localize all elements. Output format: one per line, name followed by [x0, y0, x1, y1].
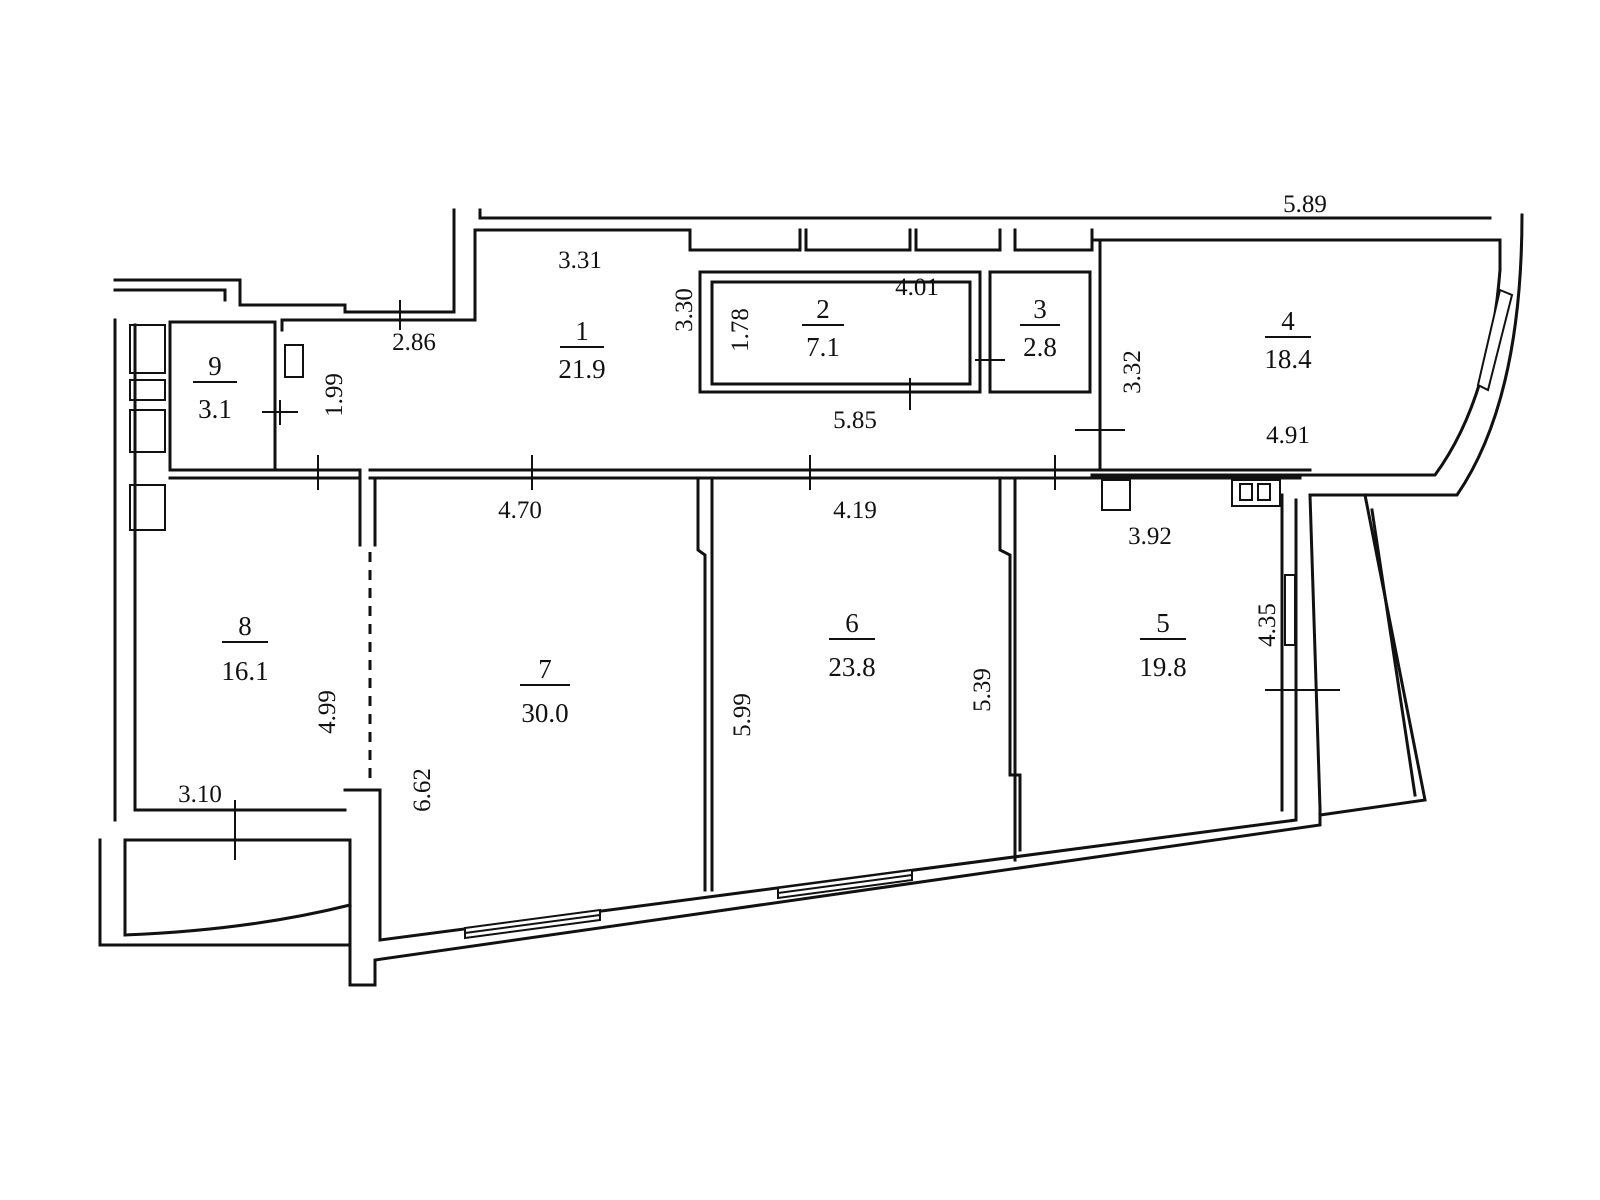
dimension: 1.99	[321, 373, 348, 417]
room-area: 30.0	[521, 698, 568, 728]
dimension-labels: 3.31 2.86 1.99 3.30 1.78 4.01 5.85 3.32 …	[178, 191, 1327, 812]
dimension: 2.86	[392, 329, 436, 356]
room-number: 5	[1156, 608, 1170, 638]
room-area: 23.8	[828, 652, 875, 682]
windows	[464, 288, 1514, 940]
dimension: 4.70	[498, 497, 542, 524]
dimension: 4.19	[833, 497, 877, 524]
outer-walls	[98, 208, 1524, 987]
dimension: 3.30	[671, 288, 698, 332]
room-number: 6	[845, 608, 859, 638]
room-area: 21.9	[558, 354, 605, 384]
room-number: 4	[1281, 306, 1295, 336]
room-area: 7.1	[806, 332, 840, 362]
dimension: 5.99	[729, 693, 756, 737]
room-9-label: 9 3.1	[193, 351, 237, 424]
room-2-label: 2 7.1	[802, 294, 844, 362]
dimension: 3.32	[1119, 350, 1146, 394]
dimension: 1.78	[727, 308, 754, 352]
dimension: 3.10	[178, 781, 222, 808]
room-number: 9	[208, 351, 222, 381]
room-area: 19.8	[1139, 652, 1186, 682]
dimension: 5.39	[969, 668, 996, 712]
dimension: 4.01	[895, 274, 939, 301]
room-labels: 1 21.9 2 7.1 3 2.8 4 18.4 5 19.8 6 23.8	[193, 294, 1312, 728]
dimension: 3.31	[558, 247, 602, 274]
dimension: 6.62	[409, 768, 436, 812]
room-5-label: 5 19.8	[1139, 608, 1186, 682]
room-number: 3	[1033, 294, 1047, 324]
dimension: 4.91	[1266, 422, 1310, 449]
room-1-label: 1 21.9	[558, 316, 605, 384]
room-area: 18.4	[1264, 344, 1312, 374]
room-number: 1	[575, 316, 589, 346]
dimension: 4.35	[1254, 603, 1281, 647]
room-area: 3.1	[198, 394, 232, 424]
dimension: 4.99	[314, 690, 341, 734]
room-number: 8	[238, 611, 252, 641]
room-number: 2	[816, 294, 830, 324]
room-area: 2.8	[1023, 332, 1057, 362]
inner-walls	[129, 238, 1312, 892]
room-6-label: 6 23.8	[828, 608, 875, 682]
room-number: 7	[538, 654, 552, 684]
room-area: 16.1	[221, 656, 268, 686]
dimension: 5.85	[833, 407, 877, 434]
dimension: 3.92	[1128, 523, 1172, 550]
room-8-label: 8 16.1	[221, 611, 268, 686]
room-7-label: 7 30.0	[520, 654, 570, 728]
room-3-label: 3 2.8	[1020, 294, 1060, 362]
dimension: 5.89	[1283, 191, 1327, 218]
door-marks	[234, 300, 1340, 860]
room-4-label: 4 18.4	[1264, 306, 1312, 374]
